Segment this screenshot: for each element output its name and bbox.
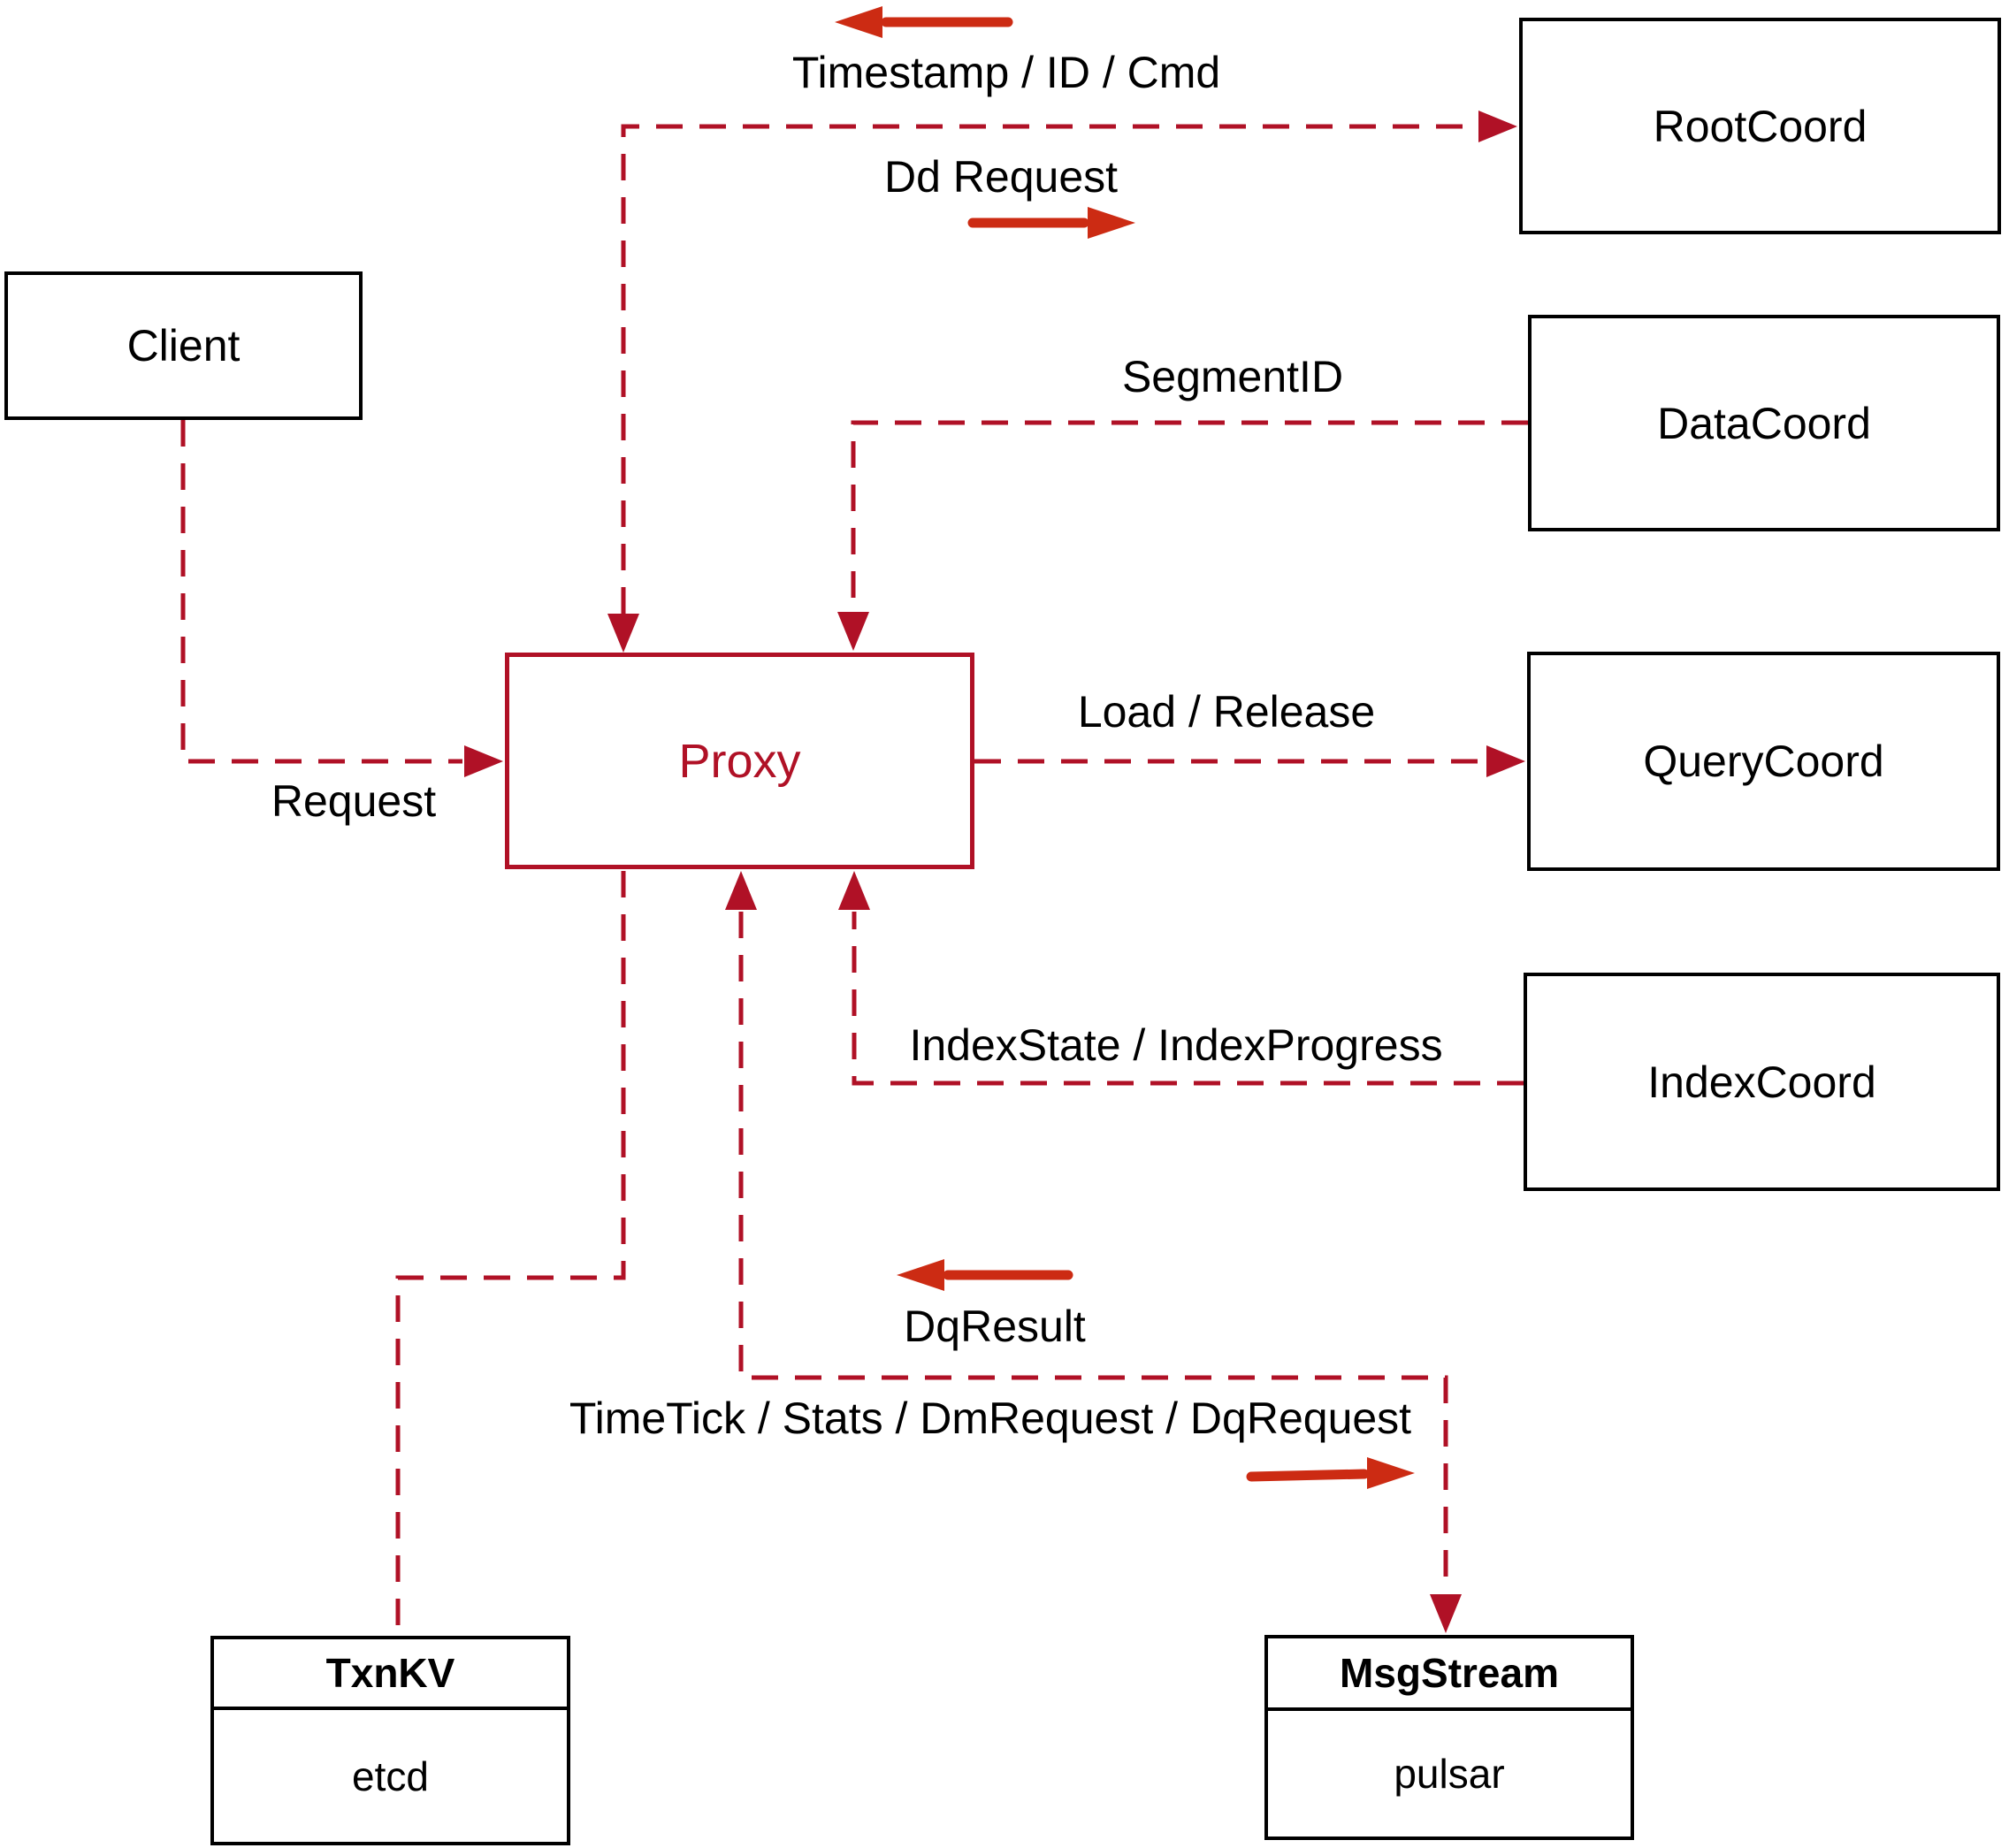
- edge-label-timestamp-id-cmd: Timestamp / ID / Cmd: [791, 48, 1221, 97]
- direction-arrow-right-ddrequest-icon: [967, 207, 1135, 239]
- edge-proxy-txnkv: [395, 871, 626, 1634]
- txnkv-subtitle: etcd: [352, 1753, 429, 1799]
- arrowhead-into-proxy-top-left-icon: [607, 614, 639, 653]
- node-msgstream: MsgStream pulsar: [1264, 1635, 1634, 1840]
- txnkv-title: TxnKV: [214, 1639, 567, 1710]
- arrowhead-into-proxy-bottom-right-icon: [838, 871, 870, 910]
- arrowhead-into-rootcoord-icon: [1478, 111, 1517, 142]
- arrowhead-into-proxy-bottom-left-icon: [725, 871, 757, 910]
- edge-label-timetick: TimeTick / Stats / DmRequest / DqRequest: [569, 1394, 1412, 1443]
- edge-label-dd-request: Dd Request: [883, 152, 1119, 202]
- msgstream-subtitle: pulsar: [1394, 1751, 1505, 1797]
- arrowhead-into-msgstream-icon: [1430, 1594, 1462, 1633]
- arrowhead-into-proxy-left-icon: [464, 745, 503, 777]
- edge-proxy-rootcoord: [621, 124, 1477, 614]
- node-datacoord: DataCoord: [1528, 315, 2000, 531]
- edge-label-index-state: IndexState / IndexProgress: [909, 1020, 1443, 1070]
- arrowhead-into-querycoord-icon: [1486, 745, 1525, 777]
- edge-client-proxy: [180, 420, 462, 764]
- node-rootcoord: RootCoord: [1519, 18, 2001, 234]
- edge-label-request: Request: [271, 776, 437, 826]
- edge-proxy-msgstream: [738, 912, 1448, 1592]
- node-querycoord: QueryCoord: [1527, 652, 2000, 871]
- direction-arrow-left-dqresult-icon: [897, 1259, 1073, 1291]
- arrowhead-into-proxy-top-right-icon: [837, 612, 869, 651]
- edge-label-segment-id: SegmentID: [1121, 352, 1344, 401]
- edge-label-load-release: Load / Release: [1077, 687, 1376, 737]
- direction-arrow-right-timetick-icon: [1246, 1457, 1415, 1489]
- msgstream-title: MsgStream: [1268, 1638, 1631, 1711]
- node-indexcoord: IndexCoord: [1524, 973, 2000, 1191]
- edge-indexcoord-proxy: [852, 912, 1524, 1086]
- edge-datacoord-proxy: [851, 420, 1528, 610]
- direction-arrow-left-top-icon: [835, 6, 1013, 38]
- node-txnkv: TxnKV etcd: [210, 1636, 570, 1845]
- node-client: Client: [4, 271, 363, 420]
- edge-label-dq-result: DqResult: [904, 1302, 1086, 1351]
- node-proxy: Proxy: [505, 653, 974, 869]
